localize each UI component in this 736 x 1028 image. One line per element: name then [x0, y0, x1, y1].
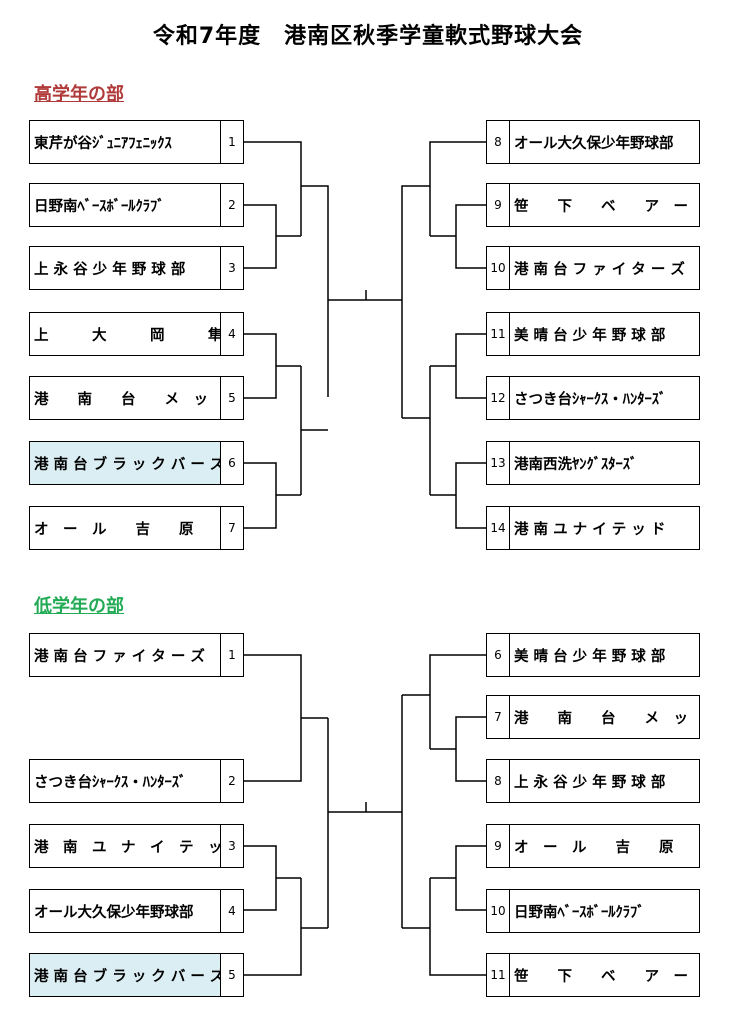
team-name: 港 南 台 フ ァ イ タ ー ズ	[30, 634, 221, 676]
seed-number: 8	[487, 760, 510, 802]
seed-number: 3	[228, 839, 236, 853]
seed-number: 4	[228, 327, 236, 341]
team-name: 港 南 台 フ ァ イ タ ー ズ	[514, 261, 685, 278]
team-box: 港 南 台 フ ァ イ タ ー ズ 1	[29, 633, 244, 677]
team-name: オ ー ル 吉 原	[30, 507, 221, 549]
team-box: オ ー ル 吉 原 7	[29, 506, 244, 550]
seed-number: 7	[487, 696, 510, 738]
team-name: 港 南 台 メ ッ ツ	[514, 710, 699, 727]
team-name: 笹 下 ベ ア ー ズ	[514, 198, 699, 215]
seed-number: 8	[487, 121, 510, 163]
team-name: 東芹が谷ｼﾞｭﾆｱﾌｪﾆｯｸｽ	[30, 121, 221, 163]
team-box: 港 南 ユ ナ イ テ ッ ド 3	[29, 824, 244, 868]
seed-number: 12	[487, 377, 510, 419]
seed-number: 6	[228, 456, 236, 470]
seed-number: 6	[487, 634, 510, 676]
team-name: 上 永 谷 少 年 野 球 部	[30, 247, 221, 289]
seed-number: 10	[487, 247, 510, 289]
seed-number: 9	[487, 825, 510, 867]
team-name: 港 南 台 ブ ラ ッ ク バ ー ズ	[30, 954, 221, 996]
team-box: オール大久保少年野球部 4	[29, 889, 244, 933]
seed-number: 2	[228, 774, 236, 788]
team-name: さつき台ｼｬｰｸｽ・ﾊﾝﾀｰｽﾞ	[30, 760, 221, 802]
seed-number: 9	[487, 184, 510, 226]
team-name: 上 永 谷 少 年 野 球 部	[514, 774, 666, 791]
seed-number: 14	[487, 507, 510, 549]
team-box: 上 永 谷 少 年 野 球 部 3	[29, 246, 244, 290]
team-name: さつき台ｼｬｰｸｽ・ﾊﾝﾀｰｽﾞ	[514, 391, 667, 408]
seed-number: 13	[487, 442, 510, 484]
seed-number: 5	[228, 391, 236, 405]
team-box: さつき台ｼｬｰｸｽ・ﾊﾝﾀｰｽﾞ 2	[29, 759, 244, 803]
page-title: 令和7年度 港南区秋季学童軟式野球大会	[152, 24, 584, 49]
seed-number: 7	[228, 521, 236, 535]
team-box: 日野南ﾍﾞｰｽﾎﾞｰﾙｸﾗﾌﾞ 2	[29, 183, 244, 227]
team-box: 港 南 台 メ ッ ツ 5	[29, 376, 244, 420]
team-box: 東芹が谷ｼﾞｭﾆｱﾌｪﾆｯｸｽ 1	[29, 120, 244, 164]
section-heading-high: 高学年の部	[34, 84, 124, 105]
team-name: 日野南ﾍﾞｰｽﾎﾞｰﾙｸﾗﾌﾞ	[514, 904, 645, 921]
team-name: オール大久保少年野球部	[514, 135, 674, 152]
team-box: 上 大 岡 隼 4	[29, 312, 244, 356]
team-name: 港 南 ユ ナ イ テ ッ ド	[30, 825, 221, 867]
team-name: 日野南ﾍﾞｰｽﾎﾞｰﾙｸﾗﾌﾞ	[30, 184, 221, 226]
seed-number: 1	[228, 135, 236, 149]
seed-number: 11	[487, 313, 510, 355]
team-name: 港 南 台 メ ッ ツ	[30, 377, 221, 419]
seed-number: 5	[228, 968, 236, 982]
seed-number: 2	[228, 198, 236, 212]
seed-number: 11	[487, 954, 510, 996]
team-name: 上 大 岡 隼	[30, 313, 221, 355]
team-name: 笹 下 ベ ア ー ズ	[514, 968, 699, 985]
team-name: 港 南 台 ブ ラ ッ ク バ ー ズ	[30, 442, 221, 484]
team-name: 港南西洗ﾔﾝｸﾞｽﾀｰｽﾞ	[514, 456, 638, 473]
seed-number: 10	[487, 890, 510, 932]
team-name: 美 晴 台 少 年 野 球 部	[514, 648, 666, 665]
team-box-highlighted: 港 南 台 ブ ラ ッ ク バ ー ズ 6	[29, 441, 244, 485]
section-heading-low: 低学年の部	[34, 596, 124, 617]
seed-number: 1	[228, 648, 236, 662]
team-box-highlighted: 港 南 台 ブ ラ ッ ク バ ー ズ 5	[29, 953, 244, 997]
team-name: 美 晴 台 少 年 野 球 部	[514, 327, 666, 344]
team-name: 港 南 ユ ナ イ テ ッ ド	[514, 521, 666, 538]
seed-number: 4	[228, 904, 236, 918]
seed-number: 3	[228, 261, 236, 275]
team-name: オール大久保少年野球部	[30, 890, 221, 932]
team-name: オ ー ル 吉 原	[514, 839, 674, 856]
